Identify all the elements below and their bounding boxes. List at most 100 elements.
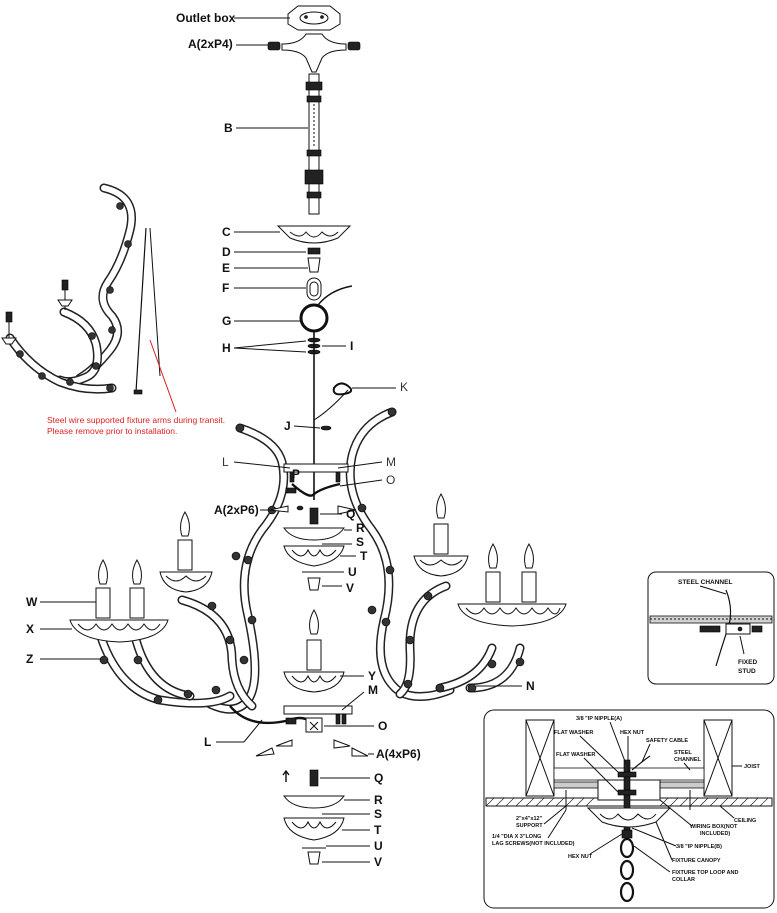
transit-note-line1: Steel wire supported fixture arms during… [47, 415, 225, 425]
label-a-4xp6: A(4xP6) [376, 747, 421, 761]
label-h: H [222, 341, 231, 355]
label-v-bottom: V [374, 855, 382, 869]
bobeche-r-bottom [283, 795, 345, 809]
label-hex-nut-bottom: HEX NUT [568, 854, 593, 860]
label-nipple-b: 3/8 "IP NIPPLE(B) [676, 844, 722, 850]
label-g: G [222, 314, 231, 328]
fixture-arms [97, 407, 525, 714]
finial-v-top [307, 577, 321, 591]
transit-arm-detail [1, 183, 161, 395]
label-joist: JOIST [744, 764, 761, 770]
label-o-bottom: O [378, 719, 387, 733]
steel-channel-inset [647, 571, 775, 685]
leader-canopy [655, 821, 673, 861]
label-v-top: V [346, 581, 354, 595]
label-support-1: 2"x4"x12" [516, 816, 543, 822]
label-t-top: T [360, 549, 368, 563]
connectors-a-2xp6 [269, 505, 357, 515]
label-nipple-a: 3/8 "IP NIPPLE(A) [576, 716, 622, 722]
fixed-stud-line1: FIXED [738, 659, 757, 666]
label-t-bottom: T [374, 823, 382, 837]
leader-o-top [339, 479, 383, 487]
leader-lag [547, 809, 567, 839]
label-flat-washer-1: FLAT WASHER [554, 730, 593, 736]
finial-v-bottom [307, 851, 321, 865]
steel-channel-title: STEEL CHANNEL [678, 579, 732, 586]
part-e [307, 257, 321, 273]
label-r-top: R [356, 521, 365, 535]
label-loop-2: COLLAR [672, 877, 695, 883]
label-canopy: FIXTURE CANOPY [672, 858, 721, 864]
label-y: Y [368, 669, 376, 683]
part-q-bottom [309, 769, 319, 787]
ring-g [299, 303, 329, 333]
leader-m-top [337, 461, 383, 469]
label-c: C [222, 225, 231, 239]
label-steel-channel-1: STEEL [674, 750, 692, 756]
label-z: Z [26, 652, 33, 666]
leader-hex-nut-bottom [589, 833, 623, 855]
candles [95, 493, 537, 671]
label-loop-1: FIXTURE TOP LOOP AND [672, 870, 738, 876]
leader-h-1 [233, 340, 307, 349]
label-w: W [26, 595, 38, 609]
leader-h-2 [233, 347, 307, 353]
label-l-bottom: L [204, 735, 211, 749]
leader-transit-note [149, 339, 177, 413]
label-lag-1: 1/4 "DIA X 3"LONG [492, 834, 541, 840]
fixed-stud-line2: STUD [738, 668, 756, 675]
label-s-bottom: S [374, 807, 382, 821]
label-steel-channel-2: CHANNEL [674, 757, 702, 763]
label-n: N [526, 679, 535, 693]
leader-l-top [233, 461, 291, 469]
transit-note-line2: Please remove prior to installation. [47, 426, 177, 436]
label-a-2xp4: A(2xP4) [188, 37, 233, 51]
bowl-t-top [283, 545, 345, 567]
rod-b [304, 73, 324, 215]
label-e: E [222, 261, 230, 275]
bowl-t-bottom [283, 817, 345, 841]
lower-terminal-plate [229, 705, 353, 733]
label-d: D [222, 245, 231, 259]
label-wiring-box-2: INCLUDED) [700, 831, 730, 837]
label-flat-washer-2: FLAT WASHER [556, 752, 595, 758]
outlet-box [287, 5, 341, 31]
label-u-top: U [348, 565, 357, 579]
label-outlet-box: Outlet box [176, 11, 236, 25]
leader-flat-washer-2 [583, 757, 619, 793]
up-arrow-icon [282, 769, 290, 782]
leader-wiring-box [659, 799, 693, 827]
label-hex-nut-top: HEX NUT [620, 730, 645, 736]
leader-ceiling [719, 805, 735, 819]
label-r-bottom: R [374, 793, 383, 807]
leader-m-bottom [341, 691, 365, 711]
bobeche-r-top [283, 527, 345, 541]
leader-nipple-a [609, 721, 627, 765]
canopy-c [276, 225, 352, 244]
label-b: B [224, 121, 233, 135]
mounting-bracket [267, 33, 361, 73]
label-p: P [292, 467, 300, 481]
leader-safety-cable [641, 743, 651, 763]
part-q-top [309, 507, 319, 525]
label-m-top: M [386, 455, 396, 469]
clip-j [320, 425, 332, 431]
label-f: F [222, 281, 229, 295]
mounting-detail-inset [483, 709, 775, 909]
label-x: X [26, 622, 34, 636]
leader-loop [633, 845, 671, 873]
label-support-2: SUPPORT [516, 823, 543, 829]
label-m-bottom: M [368, 683, 378, 697]
label-q-bottom: Q [374, 771, 383, 785]
leader-support [543, 805, 567, 825]
label-s-top: S [356, 535, 364, 549]
terminal-plate-p [283, 463, 349, 497]
leader-flat-washer-1 [579, 735, 619, 773]
label-j: J [284, 419, 291, 433]
label-a-2xp6: A(2xP6) [214, 503, 259, 517]
leader-steel-channel-inset [683, 762, 691, 771]
leader-l-bottom-2 [243, 719, 263, 743]
label-o-top: O [386, 473, 395, 487]
